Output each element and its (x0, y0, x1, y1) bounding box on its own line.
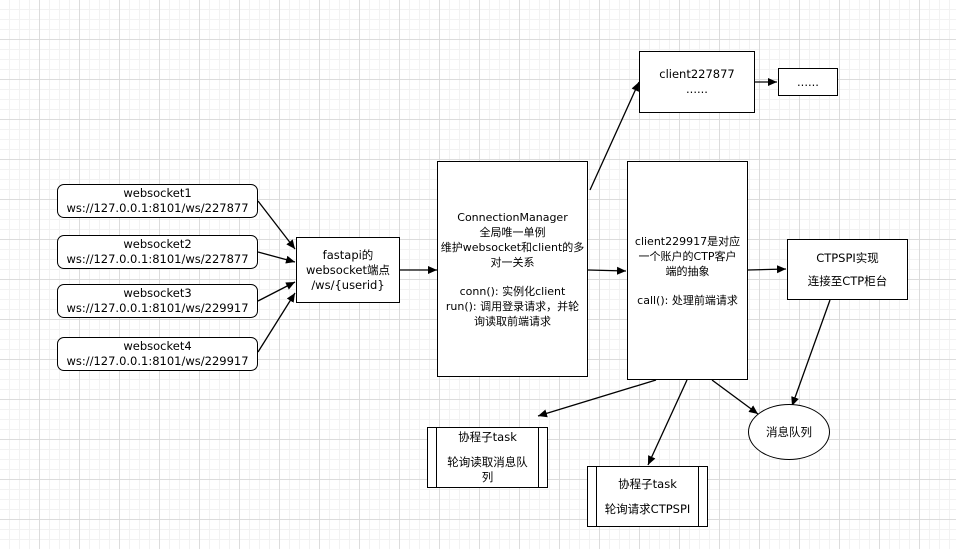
manager-line-3: 维护websocket和client的多 (440, 240, 585, 254)
manager-method-1: conn(): 实例化client (459, 284, 566, 298)
task-read-queue-node: 协程子task 轮询读取消息队 列 (427, 427, 548, 488)
websocket-node-title: websocket1 (123, 186, 192, 200)
arrow-client229917-to-task-read (537, 379, 657, 418)
task-read-line-2: 轮询读取消息队 (447, 455, 528, 469)
task-request-ctpspi-node: 协程子task 轮询请求CTPSPI (587, 466, 708, 527)
client-229917-line-1: client229917是对应 (634, 234, 741, 248)
task-read-line-3: 列 (481, 470, 494, 484)
client-227877-dots: ...... (686, 82, 708, 96)
fastapi-line-2: websocket端点 (306, 262, 390, 277)
ellipsis-node: ...... (778, 68, 838, 96)
arrow-ws1-to-fastapi (257, 200, 296, 250)
message-queue-label: 消息队列 (766, 424, 812, 439)
websocket-node-url: ws://127.0.0.1:8101/ws/227877 (66, 252, 249, 266)
client-229917-node: client229917是对应 一个账户的CTP客户 端的抽象 call(): … (627, 161, 748, 380)
fastapi-line-3: /ws/{userid} (311, 277, 385, 292)
manager-method-2: run(): 调用登录请求，并轮 (445, 299, 580, 313)
ctpspi-line-1: CTPSPI实现 (816, 250, 879, 265)
websocket-node-url: ws://127.0.0.1:8101/ws/229917 (66, 301, 249, 315)
websocket-node-title: websocket4 (123, 339, 192, 353)
ctpspi-line-2: 连接至CTP柜台 (807, 273, 888, 288)
arrow-manager-to-client229917 (587, 266, 627, 275)
client-229917-method: call(): 处理前端请求 (637, 293, 738, 307)
client-229917-line-3: 端的抽象 (665, 264, 710, 278)
arrow-ctpspi-to-queue (791, 299, 831, 407)
arrow-manager-to-client227877 (589, 81, 640, 191)
websocket-node-url: ws://127.0.0.1:8101/ws/229917 (66, 354, 249, 368)
task-ctpspi-line-1: 协程子task (618, 476, 677, 491)
manager-line-4: 对一关系 (490, 255, 535, 269)
task-read-line-1: 协程子task (458, 430, 517, 444)
client-227877-node: client227877 ...... (639, 51, 755, 113)
arrow-ws2-to-fastapi (257, 251, 296, 264)
websocket-node-title: websocket2 (123, 237, 192, 251)
manager-line-1: ConnectionManager (457, 210, 568, 224)
websocket-node-url: ws://127.0.0.1:8101/ws/227877 (66, 201, 249, 215)
client-229917-line-2: 一个账户的CTP客户 (638, 249, 737, 263)
websocket-node-1: websocket1 ws://127.0.0.1:8101/ws/227877 (57, 184, 258, 218)
task-ctpspi-line-2: 轮询请求CTPSPI (604, 501, 691, 516)
websocket-node-title: websocket3 (123, 286, 192, 300)
client-227877-title: client227877 (659, 67, 735, 81)
manager-line-2: 全局唯一单例 (479, 225, 546, 239)
fastapi-line-1: fastapi的 (322, 247, 374, 262)
websocket-node-2: websocket2 ws://127.0.0.1:8101/ws/227877 (57, 235, 258, 269)
arrow-ws4-to-fastapi (257, 292, 296, 353)
arrow-client229917-to-ctpspi (747, 265, 787, 274)
message-queue-node: 消息队列 (748, 404, 830, 460)
arrow-client229917-to-task-ctpspi (647, 379, 688, 466)
ctpspi-node: CTPSPI实现 连接至CTP柜台 (787, 239, 908, 300)
connection-manager-node: ConnectionManager 全局唯一单例 维护websocket和cli… (437, 161, 588, 377)
ellipsis-text: ...... (797, 74, 819, 89)
websocket-node-3: websocket3 ws://127.0.0.1:8101/ws/229917 (57, 284, 258, 318)
manager-method-3: 询读取前端请求 (474, 314, 551, 328)
websocket-node-4: websocket4 ws://127.0.0.1:8101/ws/229917 (57, 337, 258, 371)
arrow-ws3-to-fastapi (257, 281, 296, 302)
fastapi-endpoint-node: fastapi的 websocket端点 /ws/{userid} (296, 237, 400, 303)
arrow-client229917-to-queue (711, 379, 759, 415)
